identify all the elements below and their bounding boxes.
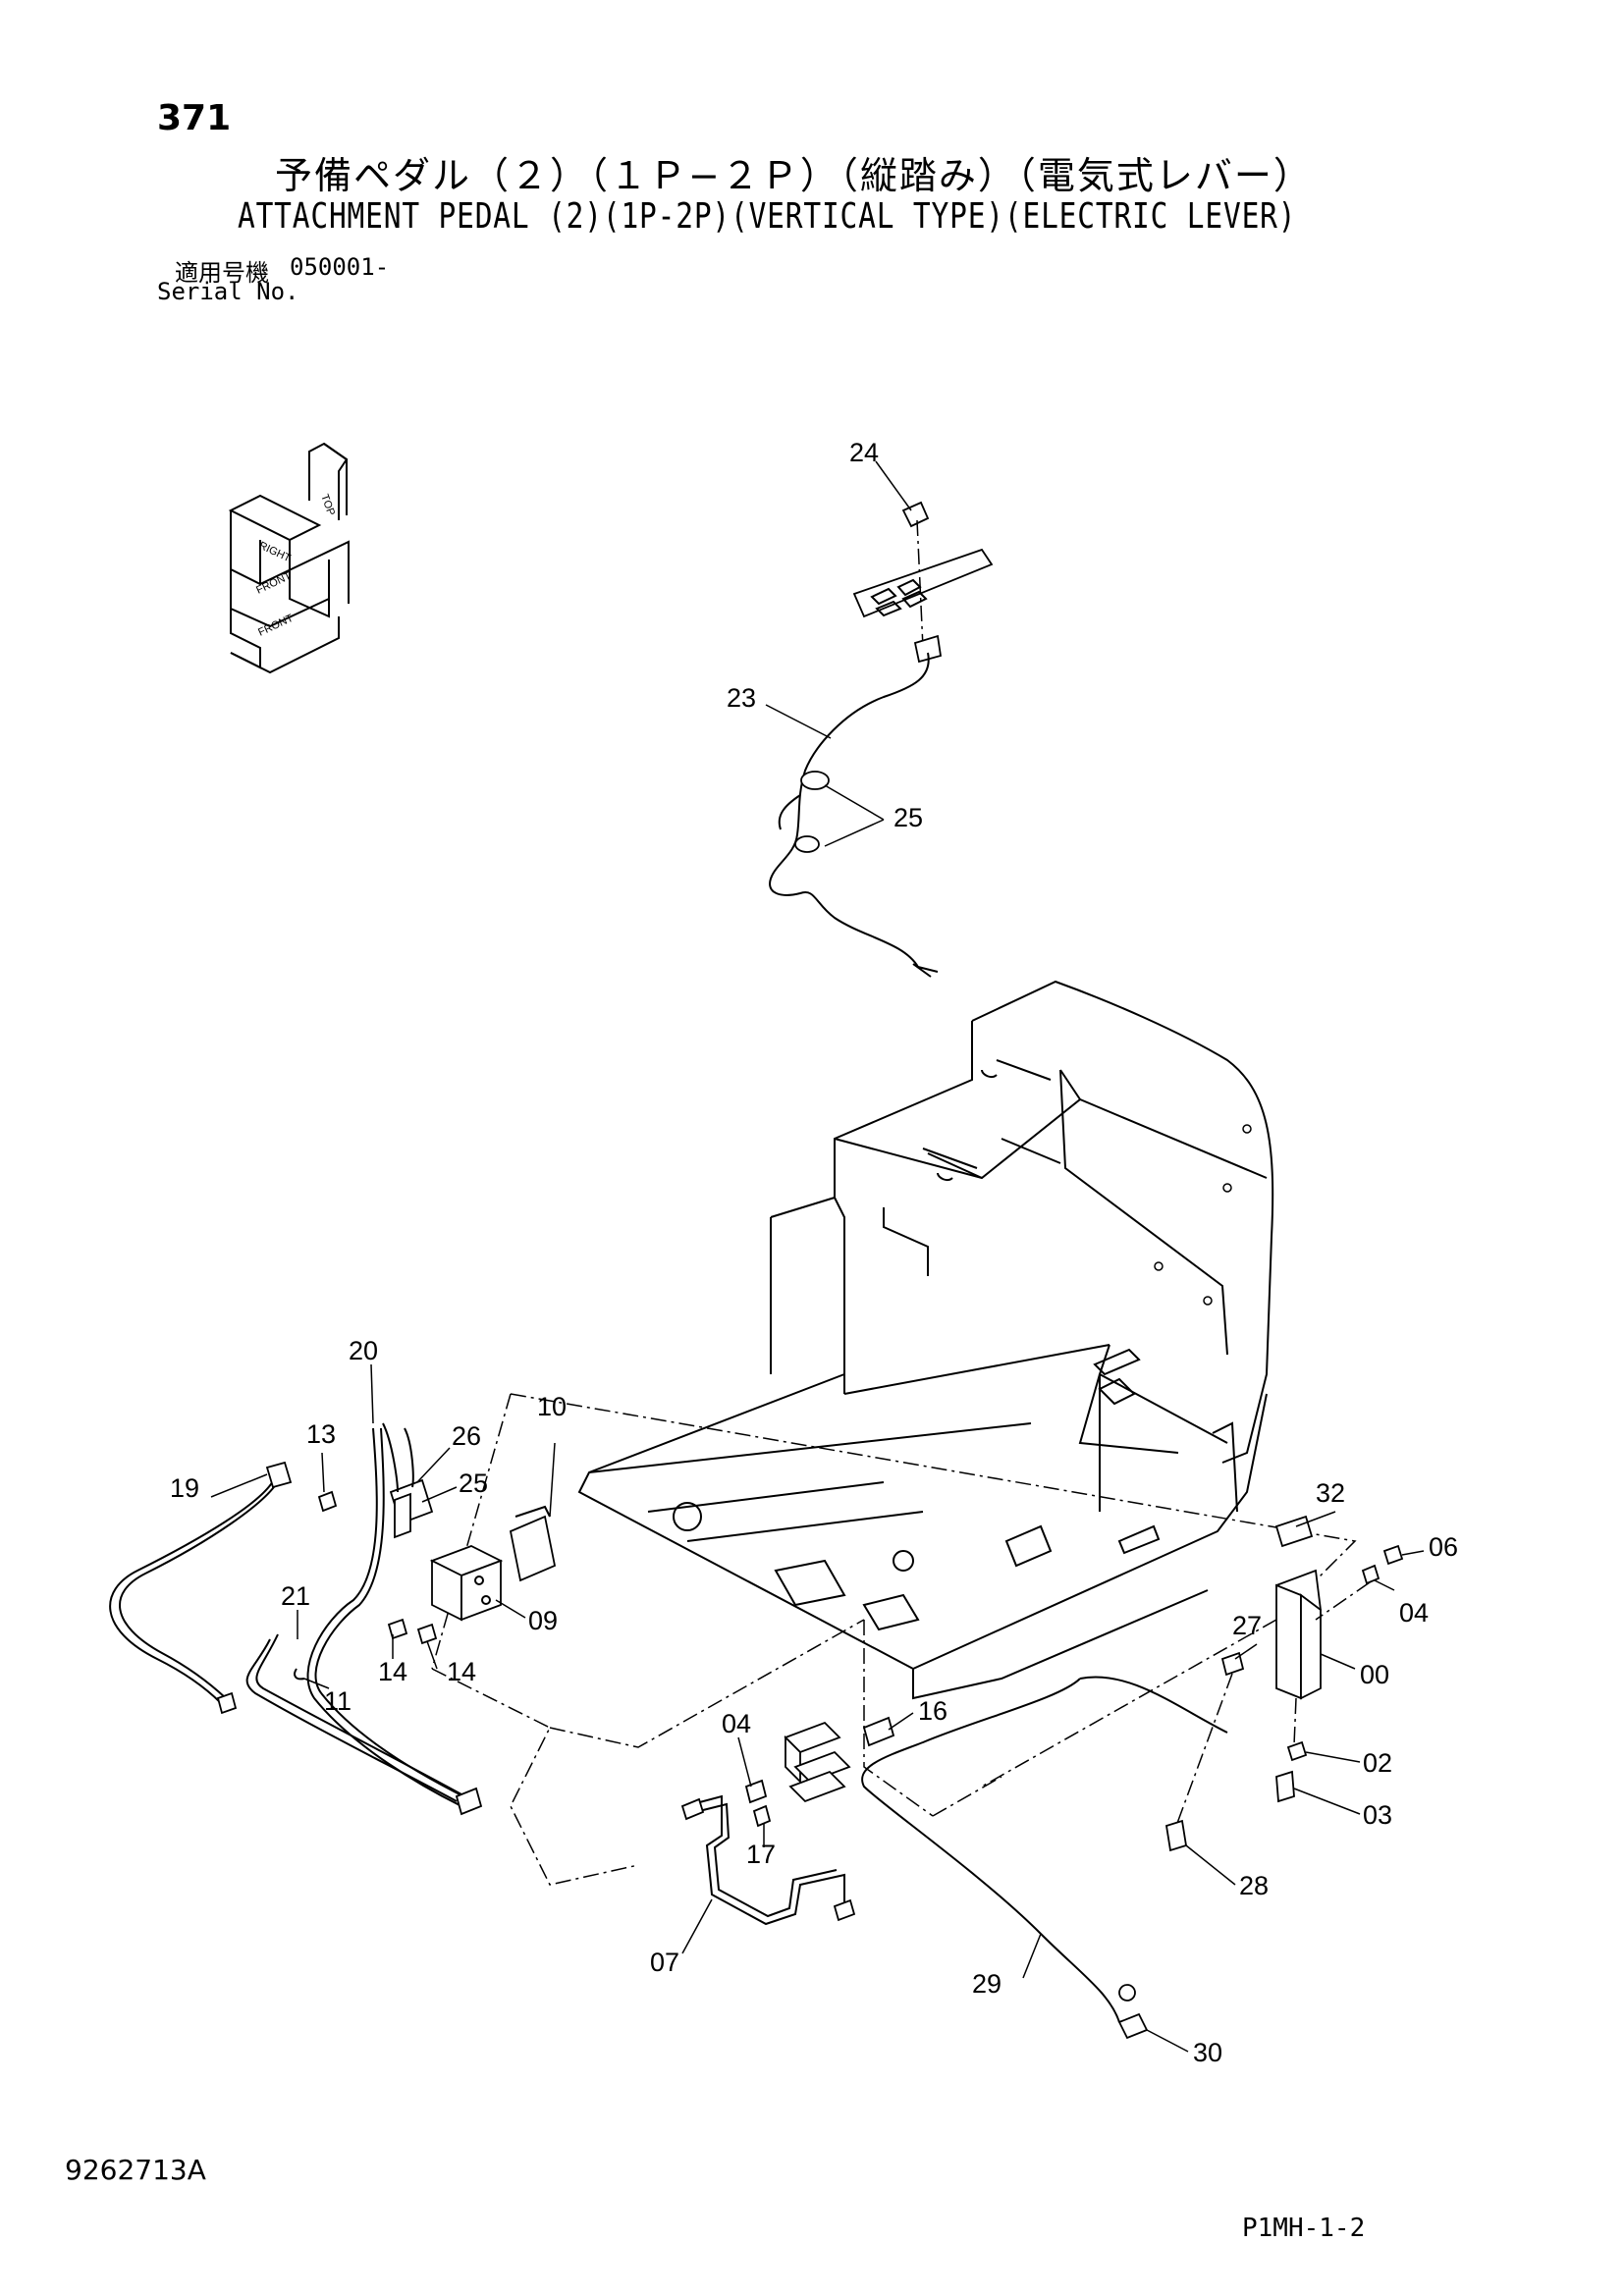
callout-16: 16 xyxy=(918,1696,947,1726)
callout-21: 21 xyxy=(281,1581,310,1611)
solenoid xyxy=(389,1478,434,1539)
callout-06: 06 xyxy=(1429,1532,1458,1562)
hoses-left xyxy=(109,1422,483,1816)
pedal-assembly xyxy=(744,1716,895,1828)
page-number: 371 xyxy=(157,98,232,138)
valve-block xyxy=(429,1505,557,1622)
callout-11: 11 xyxy=(324,1686,352,1716)
title-english: ATTACHMENT PEDAL (2)(1P-2P)(VERTICAL TYP… xyxy=(238,196,1297,237)
orientation-label-top: TOP xyxy=(318,493,337,517)
callout-17: 17 xyxy=(746,1840,776,1869)
callout-28: 28 xyxy=(1239,1871,1269,1900)
callout-20: 20 xyxy=(349,1336,378,1365)
callout-04-right: 04 xyxy=(1399,1598,1429,1628)
callout-07: 07 xyxy=(650,1948,679,1977)
orientation-label-front-2: FRONT xyxy=(256,613,296,639)
pipe xyxy=(680,1794,856,1926)
callout-24: 24 xyxy=(849,438,879,467)
callout-25-harness: 25 xyxy=(893,803,923,832)
callout-14-left: 14 xyxy=(378,1657,407,1686)
title-japanese: 予備ペダル（２）（１Ｐ−２Ｐ）（縦踏み）（電気式レバー） xyxy=(275,154,1313,197)
cab-floor-frame xyxy=(577,980,1274,1700)
callout-30: 30 xyxy=(1193,2038,1222,2067)
callout-13: 13 xyxy=(306,1419,336,1449)
orientation-indicator: TOP RIGHT FRONT FRONT xyxy=(228,442,350,674)
leader-lines xyxy=(210,460,1425,2053)
callout-14-right: 14 xyxy=(447,1657,476,1686)
callout-25-solenoid: 25 xyxy=(459,1468,488,1498)
callout-03: 03 xyxy=(1363,1800,1392,1830)
callout-26: 26 xyxy=(452,1421,481,1451)
wire-harness xyxy=(769,652,939,978)
controller-parts xyxy=(1164,1515,1404,1852)
callout-10: 10 xyxy=(537,1392,567,1421)
callout-19: 19 xyxy=(170,1473,199,1503)
document-number: 9262713A xyxy=(65,2154,206,2186)
callout-32: 32 xyxy=(1316,1478,1345,1508)
serial-label-english: Serial No. xyxy=(157,278,299,305)
callout-04-left: 04 xyxy=(722,1709,751,1738)
serial-number: 050001- xyxy=(290,253,390,281)
serial-label-japanese: 適用号機 xyxy=(175,259,269,287)
sheet-code: P1MH-1-2 xyxy=(1242,2214,1366,2243)
callout-00: 00 xyxy=(1360,1660,1389,1689)
orientation-label-right: RIGHT xyxy=(257,540,293,564)
callout-29: 29 xyxy=(972,1969,1001,1999)
hose-29 xyxy=(861,1676,1228,2040)
callout-09: 09 xyxy=(528,1606,558,1635)
callout-02: 02 xyxy=(1363,1748,1392,1778)
switch-panel xyxy=(852,501,994,664)
callout-23: 23 xyxy=(727,683,756,713)
callout-27: 27 xyxy=(1232,1611,1262,1640)
